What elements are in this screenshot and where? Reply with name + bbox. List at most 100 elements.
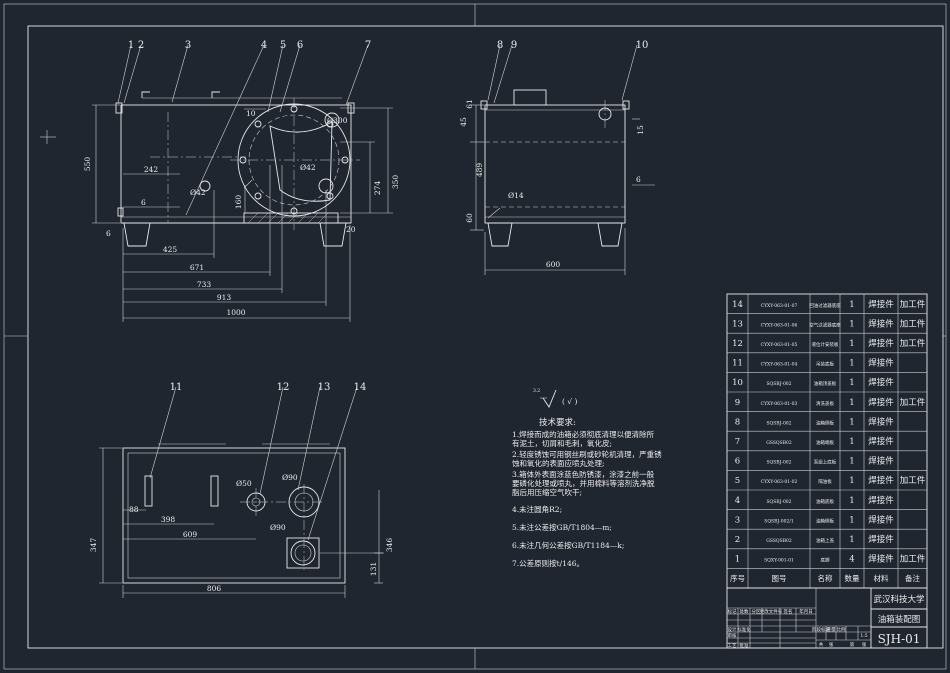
bom-row-12-qty: 1 bbox=[849, 339, 854, 349]
dim-913: 913 bbox=[217, 293, 232, 302]
dim-20: 20 bbox=[346, 225, 356, 234]
bom-header-0: 序号 bbox=[730, 573, 745, 583]
technical-requirements: 技术要求: 1.焊接而成的油箱必须彻底清理以便清除所 有泥土，切屑和毛刺，氧化皮… bbox=[512, 417, 662, 568]
dim-1000: 1000 bbox=[226, 308, 245, 317]
bom-row-10-code: SQSBJ-002 bbox=[766, 381, 791, 387]
tech-line-9: 5.未注公差按GB/T1804—m; bbox=[512, 522, 612, 532]
dim-phi90a: Ø90 bbox=[282, 473, 298, 482]
top-balloon-11: 11 bbox=[170, 382, 183, 393]
bom-row-2-code: GSSQSB02 bbox=[766, 538, 792, 544]
tech-line-3: 2.轻度锈蚀可用钢丝刷或砂轮机清理，严重锈 bbox=[512, 449, 662, 459]
dim-671: 671 bbox=[190, 263, 204, 272]
dim-274: 274 bbox=[373, 181, 382, 196]
dim-10: 10 bbox=[246, 109, 256, 118]
bom-row-9-mat: 焊接件 bbox=[868, 397, 894, 408]
bom-row-13-note: 加工件 bbox=[900, 318, 926, 329]
bom-row-11-code: CYXY-063-01-04 bbox=[761, 362, 798, 368]
dim-131: 131 bbox=[369, 562, 378, 576]
bom-row-7-name: 油箱端板 bbox=[816, 439, 834, 446]
bom-row-5-note: 加工件 bbox=[900, 475, 926, 486]
title-block: 武汉科技大学 油箱装配图 SJH-01 1:5 标记处数分区更改文件号签名年月日… bbox=[726, 587, 928, 649]
dim-489: 489 bbox=[475, 163, 484, 178]
bom-row-7-no: 7 bbox=[735, 437, 740, 447]
front-balloon-1: 1 bbox=[128, 40, 134, 51]
front-balloon-2: 2 bbox=[138, 40, 144, 51]
dim-45: 45 bbox=[459, 117, 468, 127]
tech-line-1: 1.焊接而成的油箱必须彻底清理以便清除所 bbox=[512, 429, 655, 439]
dim-609: 609 bbox=[183, 530, 198, 539]
bom-row-11-mat: 焊接件 bbox=[868, 358, 894, 369]
drawing-frame bbox=[3, 3, 947, 670]
tech-line-4: 蚀和氧化的表面应喷丸处理; bbox=[512, 458, 605, 468]
bom-row-13-mat: 焊接件 bbox=[868, 318, 894, 329]
tech-title: 技术要求: bbox=[539, 417, 576, 428]
bom-row-6-mat: 焊接件 bbox=[868, 456, 894, 467]
dim-6a: 6 bbox=[141, 198, 146, 207]
bom-row-5-name: 隔油板 bbox=[818, 478, 832, 485]
bom-row-8-mat: 焊接件 bbox=[868, 416, 894, 427]
dim-550: 550 bbox=[83, 157, 92, 172]
dim-806: 806 bbox=[207, 584, 222, 593]
top-balloon-13: 13 bbox=[318, 382, 331, 393]
title-small-15: 张 bbox=[829, 641, 834, 648]
bom-row-13-qty: 1 bbox=[849, 319, 854, 329]
bom-row-9-no: 9 bbox=[735, 398, 740, 408]
bom-row-14-name: 回油过滤器底座 bbox=[809, 302, 841, 309]
bom-row-4-name: 油箱底板 bbox=[816, 498, 834, 505]
bom-row-7-code: GSSQSB02 bbox=[766, 440, 792, 446]
roughness-note: ( √ ) bbox=[562, 397, 577, 406]
bom-row-4-qty: 1 bbox=[849, 496, 854, 506]
dim-398: 398 bbox=[161, 515, 176, 524]
title-small-2: 分区 bbox=[752, 608, 761, 615]
dim-242: 242 bbox=[144, 165, 159, 174]
title-small-1: 处数 bbox=[740, 608, 749, 615]
top-balloon-12: 12 bbox=[277, 382, 290, 393]
tech-line-2: 有泥土，切屑和毛刺，氧化皮; bbox=[512, 438, 612, 448]
bom-row-10-name: 油箱顶盖板 bbox=[814, 380, 837, 387]
tech-line-10: 6.未注几何公差按GB/T1184—k; bbox=[512, 540, 624, 550]
title-small-0: 标记 bbox=[728, 608, 737, 615]
bom-row-7-mat: 焊接件 bbox=[868, 436, 894, 447]
bom-row-10-qty: 1 bbox=[849, 378, 854, 388]
dim-6-side: 6 bbox=[636, 175, 641, 184]
bom-row-4-no: 4 bbox=[735, 496, 740, 506]
dim-phi14: Ø14 bbox=[508, 191, 524, 200]
bom-row-1-note: 加工件 bbox=[900, 554, 926, 565]
dim-346: 346 bbox=[385, 538, 394, 553]
tech-line-7: 脂后用压缩空气吹干; bbox=[512, 487, 582, 497]
bom-row-5-mat: 焊接件 bbox=[868, 475, 894, 486]
dim-phi42a: Ø42 bbox=[190, 188, 206, 197]
bom-row-4-mat: 焊接件 bbox=[868, 495, 894, 506]
bom-row-12-code: CYXY-063-01-05 bbox=[761, 342, 798, 348]
dim-phi42b: Ø42 bbox=[300, 163, 316, 172]
title-small-14: 共 bbox=[819, 641, 824, 648]
bom-row-8-qty: 1 bbox=[849, 417, 854, 427]
bom-row-6-qty: 1 bbox=[849, 457, 854, 467]
front-balloon-6: 6 bbox=[297, 40, 303, 51]
bom-row-12-mat: 焊接件 bbox=[868, 338, 894, 349]
front-balloon-7: 7 bbox=[365, 40, 371, 51]
bom-row-9-qty: 1 bbox=[849, 398, 854, 408]
bom-header-5: 备注 bbox=[905, 573, 920, 583]
bom-row-1-name: 底脚 bbox=[821, 557, 830, 564]
bom-row-13-name: 空气过滤器底座 bbox=[809, 321, 841, 328]
title-university: 武汉科技大学 bbox=[873, 594, 925, 605]
bom-row-3-code: SQSBJ-002/1 bbox=[764, 518, 794, 524]
bom-header-3: 数量 bbox=[845, 573, 860, 583]
title-small-16: 第 bbox=[850, 641, 855, 648]
bom-row-9-note: 加工件 bbox=[900, 397, 926, 408]
bom-row-3-no: 3 bbox=[735, 515, 740, 525]
bom-row-5-code: CYXY-063-01-02 bbox=[761, 479, 798, 485]
dim-600: 600 bbox=[546, 260, 561, 269]
dim-425: 425 bbox=[163, 245, 178, 254]
bom-row-14-note: 加工件 bbox=[900, 299, 926, 310]
bom-row-6-code: SQSBJ-002 bbox=[766, 460, 791, 466]
title-small-7: 标准化 bbox=[737, 626, 751, 633]
dim-347: 347 bbox=[89, 538, 98, 553]
side-balloon-10: 10 bbox=[636, 40, 649, 51]
bom-row-2-name: 油箱上盖 bbox=[816, 537, 834, 544]
tech-line-6: 要磷化处理或喷丸，并用棉料等溶剂洗净脱 bbox=[512, 478, 655, 488]
title-small-11: 阶段标记 bbox=[812, 626, 830, 633]
side-view: 8 9 10 61 45 489 60 Ø14 600 6 15 bbox=[459, 40, 655, 275]
